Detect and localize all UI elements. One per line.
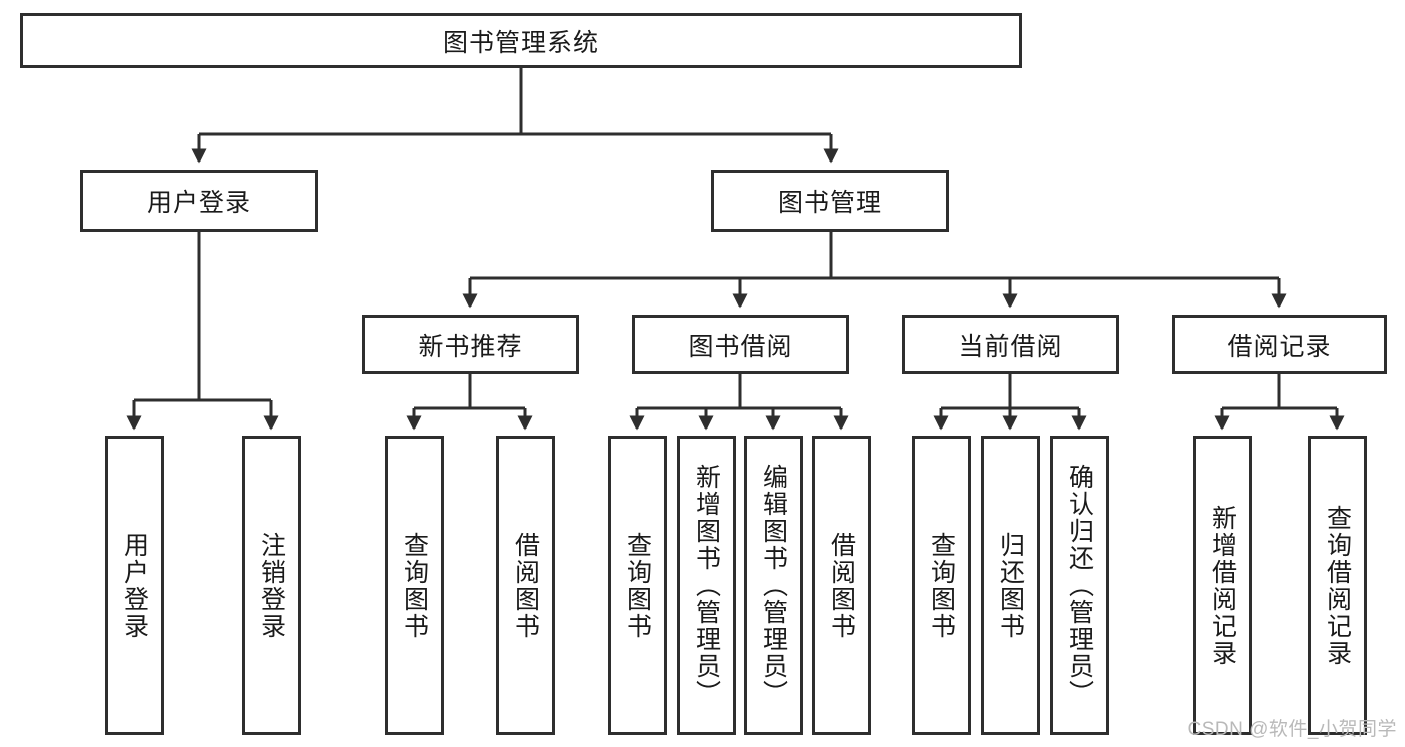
leaf-br-query-record[interactable]: 查询借阅记录 [1308, 436, 1367, 735]
node-label: 用户登录 [146, 189, 251, 217]
node-borrowing-records[interactable]: 借阅记录 [1172, 315, 1387, 374]
node-label: 确认归还（管理员） [1065, 464, 1094, 707]
leaf-cb-query-book[interactable]: 查询图书 [912, 436, 971, 735]
csdn-watermark: CSDN @软件_小贺同学 [1187, 719, 1397, 740]
leaf-nb-query-book[interactable]: 查询图书 [385, 436, 444, 735]
node-label: 当前借阅 [958, 332, 1063, 361]
node-label: 借阅图书 [827, 531, 856, 640]
node-label: 归还图书 [996, 531, 1025, 640]
node-label: 查询图书 [927, 531, 956, 640]
leaf-cb-return-book[interactable]: 归还图书 [981, 436, 1040, 735]
leaf-bb-edit-book-admin[interactable]: 编辑图书（管理员） [744, 436, 803, 735]
node-label: 图书借阅 [688, 332, 793, 361]
leaf-logout[interactable]: 注销登录 [242, 436, 301, 735]
node-label: 图书管理 [777, 189, 882, 217]
leaf-user-login[interactable]: 用户登录 [105, 436, 164, 735]
leaf-bb-query-book[interactable]: 查询图书 [608, 436, 667, 735]
leaf-br-add-record[interactable]: 新增借阅记录 [1193, 436, 1252, 735]
node-label: 注销登录 [257, 531, 286, 640]
node-label: 图书管理系统 [442, 28, 599, 57]
node-label: 编辑图书（管理员） [759, 464, 788, 707]
node-label: 查询图书 [400, 531, 429, 640]
node-label: 借阅记录 [1227, 332, 1332, 361]
leaf-nb-borrow-book[interactable]: 借阅图书 [496, 436, 555, 735]
node-book-borrowing[interactable]: 图书借阅 [632, 315, 849, 374]
node-label: 新增借阅记录 [1208, 504, 1237, 667]
node-label: 查询借阅记录 [1323, 504, 1352, 667]
node-label: 用户登录 [120, 531, 149, 640]
node-root-book-management-system[interactable]: 图书管理系统 [20, 13, 1022, 68]
node-user-login[interactable]: 用户登录 [80, 170, 318, 232]
leaf-bb-borrow-book[interactable]: 借阅图书 [812, 436, 871, 735]
node-label: 新增图书（管理员） [692, 464, 721, 707]
leaf-cb-confirm-return-admin[interactable]: 确认归还（管理员） [1050, 436, 1109, 735]
leaf-bb-add-book-admin[interactable]: 新增图书（管理员） [677, 436, 736, 735]
node-book-management[interactable]: 图书管理 [711, 170, 949, 232]
node-label: 借阅图书 [511, 531, 540, 640]
node-label: 新书推荐 [418, 332, 523, 361]
node-new-book-recommendation[interactable]: 新书推荐 [362, 315, 579, 374]
node-label: 查询图书 [623, 531, 652, 640]
node-current-borrowing[interactable]: 当前借阅 [902, 315, 1119, 374]
